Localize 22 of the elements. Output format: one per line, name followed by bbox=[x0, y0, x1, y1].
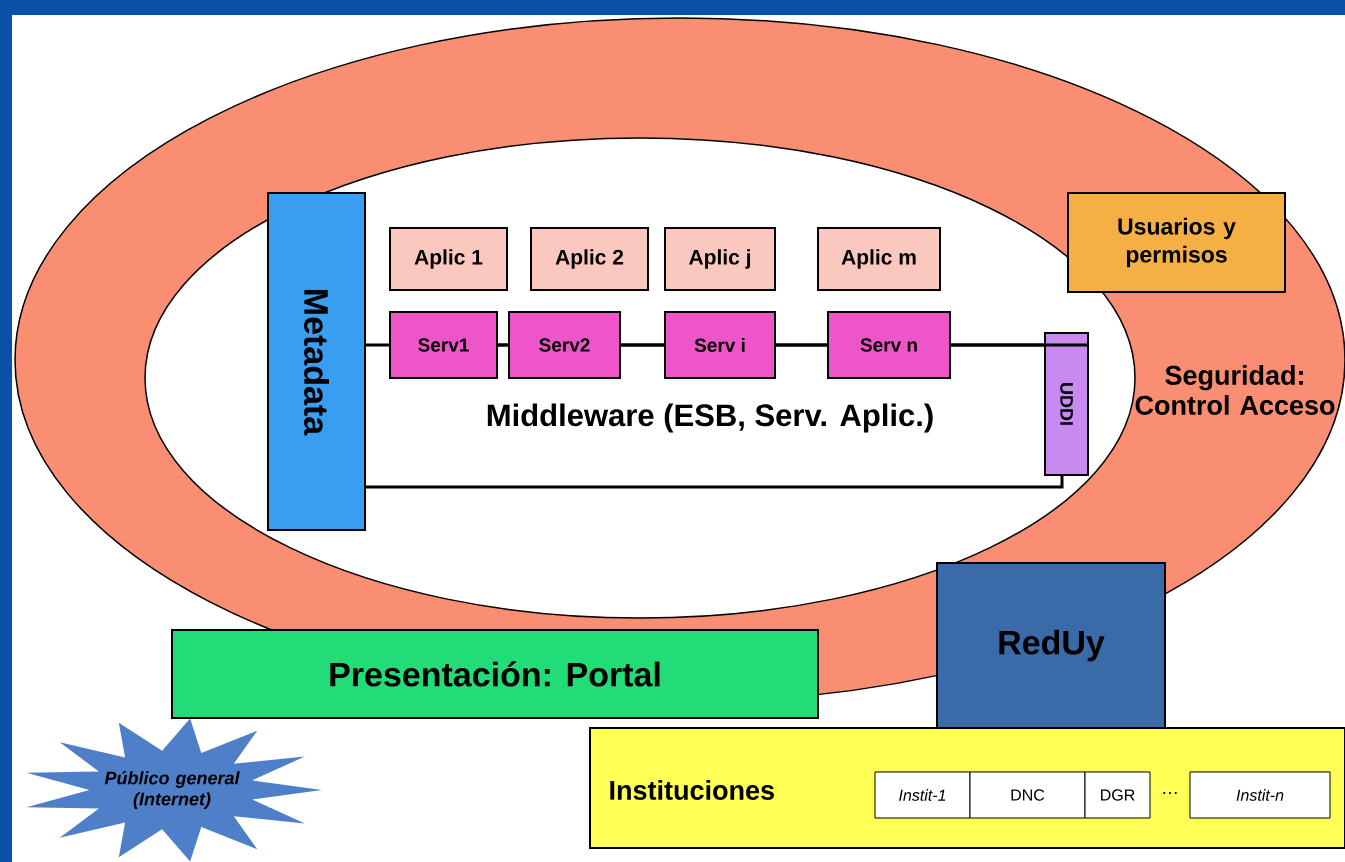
starburst: Público general (Internet) bbox=[26, 718, 322, 862]
metadata-bar: Metadata bbox=[267, 192, 366, 531]
connector-line bbox=[621, 343, 664, 347]
ellipsis: … bbox=[1163, 792, 1177, 794]
application-box: Aplic 2 bbox=[530, 227, 649, 291]
registry-bar: UDDI bbox=[1044, 332, 1089, 476]
application-box: Aplic j bbox=[664, 227, 776, 291]
institution-cell: DGR bbox=[1084, 771, 1151, 819]
institution-cell: DNC bbox=[969, 771, 1086, 819]
institution-cell: Instit-1 bbox=[874, 771, 971, 819]
service-box: Serv n bbox=[827, 311, 951, 379]
connector-line bbox=[951, 343, 1089, 347]
application-box: Aplic m bbox=[817, 227, 941, 291]
institution-cell: Instit-n bbox=[1189, 771, 1331, 819]
service-box: Serv1 bbox=[389, 311, 498, 379]
network-box: RedUy bbox=[936, 562, 1166, 729]
connector-line bbox=[498, 343, 508, 347]
application-box: Aplic 1 bbox=[389, 227, 508, 291]
portal-box: Presentación: Portal bbox=[171, 629, 819, 719]
service-box: Serv2 bbox=[508, 311, 621, 379]
connector-line bbox=[776, 343, 827, 347]
service-box: Serv i bbox=[664, 311, 776, 379]
